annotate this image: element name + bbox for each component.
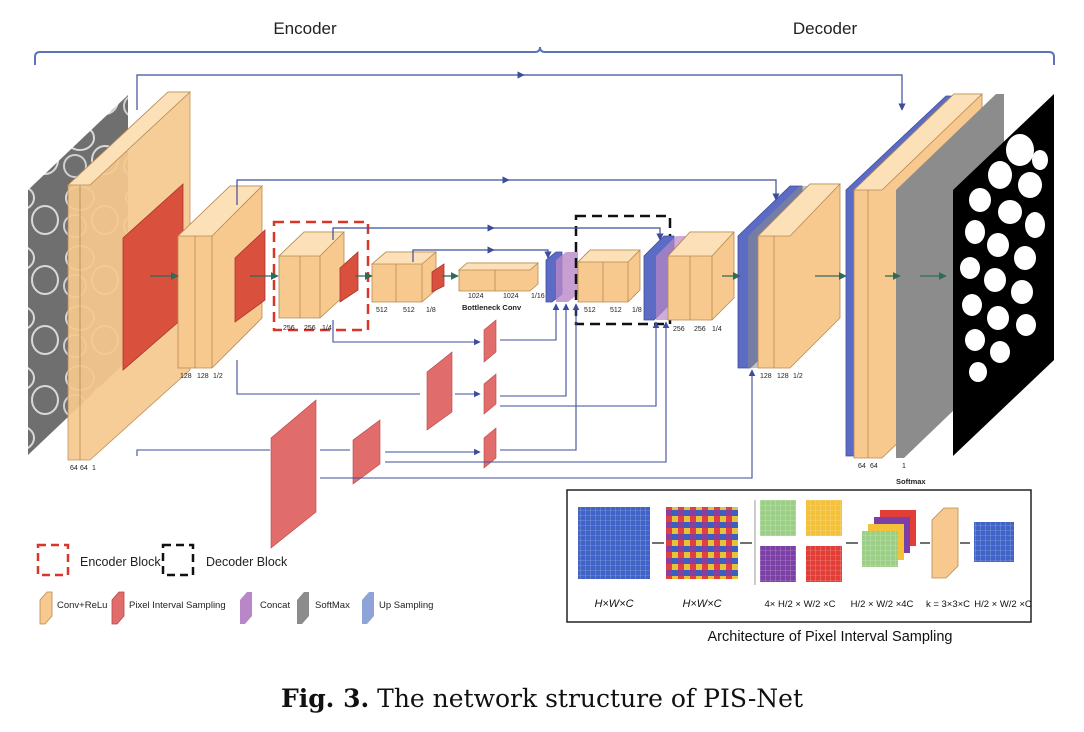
legend-concat-label: Concat — [260, 600, 290, 611]
legend-encoder-swatch — [36, 543, 70, 577]
dec-stage3-block — [667, 231, 735, 321]
label-s12b: 1/2 — [793, 373, 803, 380]
label-64b: 64 — [80, 465, 88, 472]
pis-conv-3 — [339, 251, 359, 303]
label-64c: 64 — [858, 463, 866, 470]
pis-conv-4 — [431, 263, 445, 293]
label-s12: 1/2 — [213, 373, 223, 380]
pis-label-2: H×W×C — [682, 598, 721, 610]
pis-branch-arrows — [136, 303, 756, 479]
pis-conv-kernel — [931, 507, 959, 579]
encoder-brace — [34, 46, 1055, 65]
label-128d: 128 — [777, 373, 789, 380]
pis-label-3: 4× H/2 × W/2 ×C — [764, 599, 835, 610]
pis-interval-grid — [666, 507, 738, 579]
legend-pis-swatch — [111, 591, 125, 625]
encoder-title: Encoder — [273, 19, 337, 38]
label-s14b: 1/4 — [712, 326, 722, 333]
label-128b: 128 — [197, 373, 209, 380]
label-64a: 64 — [70, 465, 78, 472]
label-1024b: 1024 — [503, 293, 519, 300]
legend-pis-label: Pixel Interval Sampling — [129, 600, 226, 611]
pis-branch-blocks — [270, 319, 497, 549]
legend-softmax-swatch — [297, 592, 309, 624]
decoder-title: Decoder — [793, 19, 858, 38]
enc-stage4-block — [370, 251, 438, 303]
label-s18a: 1/8 — [426, 307, 436, 314]
legend-conv-swatch — [39, 591, 53, 625]
legend-decoder-swatch — [161, 543, 195, 577]
label-256b: 256 — [304, 325, 316, 332]
pis-label-5: k = 3×3×C — [926, 599, 970, 610]
pis-stacked-grid — [862, 510, 916, 567]
label-512d: 512 — [610, 307, 622, 314]
label-s18b: 1/8 — [632, 307, 642, 314]
label-1024a: 1024 — [468, 293, 484, 300]
figure-caption-text: The network structure of PIS-Net — [377, 684, 804, 713]
label-64d: 64 — [870, 463, 878, 470]
legend-up-label: Up Sampling — [379, 600, 433, 611]
bottleneck-block — [457, 262, 540, 292]
legend-decoder-label: Decoder Block — [206, 555, 288, 569]
pis-label-4: H/2 × W/2 ×4C — [851, 599, 914, 610]
label-1: 1 — [92, 465, 96, 472]
label-512c: 512 — [584, 307, 596, 314]
label-256d: 256 — [694, 326, 706, 333]
legend-encoder-label: Encoder Block — [80, 555, 161, 569]
figure-caption: Fig. 3. The network structure of PIS-Net — [0, 684, 1084, 713]
output-mask — [953, 94, 1054, 456]
bottleneck-label: Bottleneck Conv — [462, 303, 522, 312]
enc-stage2-block — [177, 185, 263, 369]
pis-label-1: H×W×C — [594, 598, 633, 610]
dec-stage2-block — [757, 183, 841, 369]
label-128a: 128 — [180, 373, 192, 380]
label-128c: 128 — [760, 373, 772, 380]
pis-architecture-title: Architecture of Pixel Interval Sampling — [708, 629, 953, 645]
label-512a: 512 — [376, 307, 388, 314]
legend-concat-swatch — [240, 592, 252, 624]
pis-architecture-panel: H×W×C H×W×C 4× H/2 × W/2 ×C H/2 × W/2 ×4… — [566, 489, 1032, 623]
dec-stage4-block — [577, 249, 641, 303]
label-s14: 1/4 — [322, 325, 332, 332]
figure-number: Fig. 3. — [280, 684, 370, 713]
softmax-label: Softmax — [896, 477, 926, 486]
legend-softmax-label: SoftMax — [315, 600, 350, 611]
pis-label-6: H/2 × W/2 ×C — [974, 599, 1032, 610]
legend: Encoder Block Decoder Block Conv+ReLu Pi… — [36, 543, 433, 625]
skip-connections — [136, 71, 906, 262]
legend-up-swatch — [362, 592, 374, 624]
legend-conv-label: Conv+ReLu — [57, 600, 107, 611]
label-512b: 512 — [403, 307, 415, 314]
label-256c: 256 — [673, 326, 685, 333]
label-256a: 256 — [283, 325, 295, 332]
enc-stage3-block — [278, 231, 345, 319]
label-s116: 1/16 — [531, 293, 545, 300]
label-1b: 1 — [902, 463, 906, 470]
dec-concat-4 — [556, 252, 578, 302]
